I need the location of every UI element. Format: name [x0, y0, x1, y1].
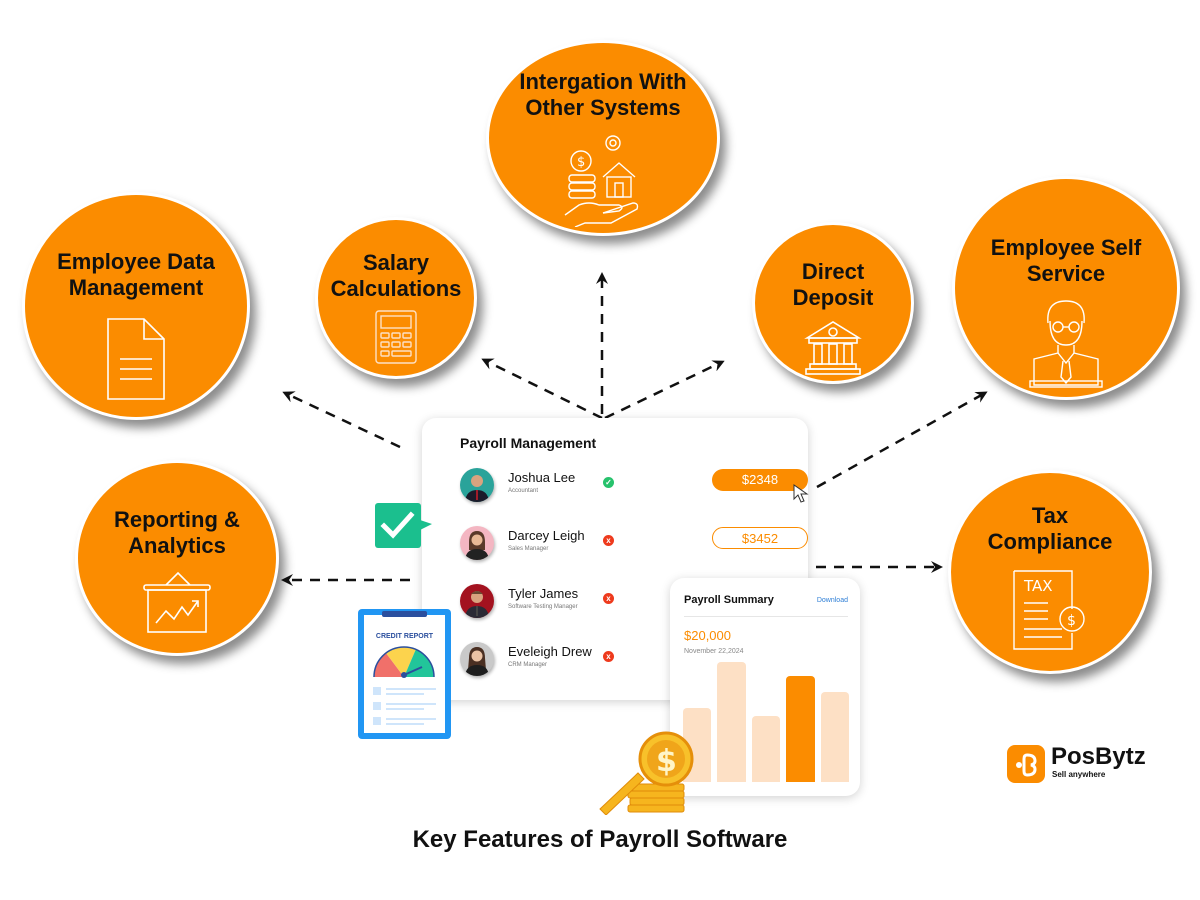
approved-check-icon: ✓: [603, 477, 614, 488]
payroll-summary-title: Payroll Summary: [684, 594, 774, 606]
employee-role: Software Testing Manager: [508, 604, 578, 610]
brand-tagline: Sell anywhere: [1052, 770, 1106, 779]
svg-text:$: $: [577, 155, 585, 170]
summary-bar: [820, 692, 849, 782]
credit-report-title: CREDIT REPORT: [375, 633, 434, 640]
feature-label-line: Other Systems: [525, 95, 681, 121]
feature-label-line: Reporting &: [114, 507, 240, 532]
feature-label-line: Employee Data: [57, 249, 215, 274]
svg-text:$: $: [1067, 613, 1076, 629]
logo-mark-icon: [1007, 745, 1045, 783]
feature-employee-self-service: Employee Self Service: [952, 176, 1180, 400]
approval-check-badge-icon: [375, 503, 432, 548]
feature-label-line: Deposit: [792, 285, 874, 311]
presentation-chart-icon: [143, 571, 211, 633]
salary-amount-button[interactable]: $3452: [712, 527, 808, 549]
feature-label-line: Calculations: [330, 276, 462, 302]
avatar: [460, 642, 494, 676]
employee-row[interactable]: Joshua Lee Accountant ✓ $2348: [460, 468, 809, 508]
feature-label-line: Compliance: [987, 529, 1113, 555]
payroll-summary-card: Payroll Summary Download $20,000 Novembe…: [670, 578, 860, 796]
salary-amount-button[interactable]: $2348: [712, 469, 808, 491]
page-title: Key Features of Payroll Software: [412, 826, 788, 853]
avatar: [460, 584, 494, 618]
avatar: [460, 526, 494, 560]
clipboard-clip: [382, 611, 427, 617]
gold-coins-icon: $: [599, 731, 694, 815]
bank-icon: [804, 321, 862, 375]
divider: [684, 616, 848, 617]
cursor-pointer-icon: [793, 484, 809, 503]
tax-icon-label: TAX: [1023, 577, 1053, 595]
feature-employee-data-management: Employee Data Management: [22, 192, 250, 420]
feature-salary-calculations: Salary Calculations: [315, 217, 477, 379]
feature-label-line: Service: [1026, 261, 1106, 287]
svg-text:$: $: [656, 744, 677, 779]
arrow-to-self-service: [816, 391, 988, 489]
download-link[interactable]: Download: [816, 597, 848, 604]
arrow-to-salary-calculations: [481, 358, 603, 420]
feature-reporting-analytics: Reporting & Analytics: [75, 460, 279, 656]
feature-tax-compliance: Tax Compliance TAX $: [948, 470, 1152, 674]
summary-bar: [717, 662, 746, 782]
credit-score-gauge-icon: [373, 646, 435, 678]
feature-label-line: Direct: [801, 259, 865, 284]
arrow-to-employee-data: [282, 391, 401, 449]
employee-row[interactable]: Tyler James Software Testing Manager x: [460, 584, 800, 624]
rejected-x-icon: x: [603, 535, 614, 546]
feature-label-line: Management: [68, 275, 204, 301]
avatar: [460, 468, 494, 502]
feature-label-line: Employee Self: [990, 235, 1142, 260]
employee-name: Eveleigh Drew: [508, 644, 592, 659]
summary-amount: $20,000: [684, 628, 731, 643]
rejected-x-icon: x: [603, 593, 614, 604]
employee-role: Accountant: [508, 488, 539, 494]
employee-icon: [1029, 300, 1103, 388]
feature-label-line: Analytics: [128, 533, 226, 559]
credit-report-clipboard: CREDIT REPORT: [358, 609, 451, 739]
brand-name: PosBytz: [1051, 743, 1146, 770]
summary-bar: [786, 676, 815, 782]
employee-row[interactable]: Eveleigh Drew CRM Manager x: [460, 642, 800, 682]
summary-bar-chart: [683, 662, 849, 782]
integration-icon: $: [564, 135, 639, 227]
employee-role: CRM Manager: [508, 662, 548, 668]
summary-bar: [751, 716, 781, 782]
document-icon: [107, 318, 165, 400]
feature-integration: Intergation With Other Systems $: [486, 40, 720, 236]
employee-name: Tyler James: [508, 586, 579, 601]
feature-direct-deposit: Direct Deposit: [752, 222, 914, 384]
payroll-management-title: Payroll Management: [460, 435, 597, 451]
employee-name: Darcey Leigh: [508, 528, 585, 543]
calculator-icon: [375, 310, 417, 364]
rejected-x-icon: x: [603, 651, 614, 662]
feature-label-line: Intergation With: [519, 69, 687, 94]
feature-label-line: Salary: [362, 250, 430, 275]
summary-date: November 22,2024: [684, 648, 744, 655]
arrow-to-direct-deposit: [604, 360, 725, 420]
employee-row[interactable]: Darcey Leigh Sales Manager x $3452: [460, 526, 808, 566]
tax-document-icon: TAX $: [1013, 570, 1085, 650]
employee-role: Sales Manager: [508, 546, 549, 552]
employee-name: Joshua Lee: [508, 470, 576, 485]
feature-label-line: Tax: [1031, 503, 1069, 528]
